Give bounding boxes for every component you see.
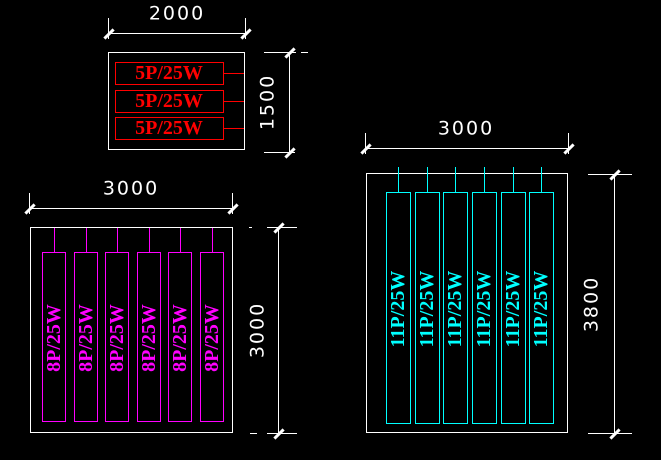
- width-dim-extension-line: [245, 18, 246, 39]
- unit-connector-line: [212, 228, 213, 252]
- unit-connector-line: [117, 228, 118, 252]
- height-dim-extension-line: [588, 174, 632, 175]
- unit-connector-line: [223, 101, 244, 102]
- unit-label: 11P/25W: [444, 270, 466, 348]
- panel-unit: [472, 192, 497, 424]
- unit-connector-line: [54, 228, 55, 252]
- height-dim-extension-line: [588, 433, 632, 434]
- panel-unit: [529, 192, 554, 424]
- panel-unit: [137, 252, 161, 422]
- panel-enclosure: [108, 52, 245, 150]
- unit-connector-line: [427, 167, 428, 192]
- panel-unit: [74, 252, 98, 422]
- unit-connector-line: [455, 167, 456, 192]
- width-dim-label: 3000: [102, 177, 160, 200]
- unit-connector-line: [398, 167, 399, 192]
- width-dim-extension-line: [568, 133, 569, 154]
- panel-unit: [386, 192, 411, 424]
- unit-connector-line: [180, 228, 181, 252]
- unit-label: 5P/25W: [135, 117, 203, 139]
- panel-unit: [501, 192, 526, 424]
- unit-connector-line: [149, 228, 150, 252]
- height-dim-extension-dash: [301, 52, 308, 53]
- unit-connector-line: [223, 73, 244, 74]
- width-dim-extension-line: [365, 133, 366, 154]
- height-dim-label: 3800: [580, 275, 603, 333]
- unit-label: 11P/25W: [473, 270, 495, 348]
- unit-label: 11P/25W: [530, 270, 552, 348]
- panel-unit: [200, 252, 224, 422]
- panel-unit: [105, 252, 129, 422]
- height-dim-extension-line: [264, 152, 295, 153]
- width-dim-label: 3000: [437, 117, 495, 140]
- width-dim-line: [108, 33, 246, 34]
- width-dim-extension-line: [232, 193, 233, 214]
- unit-label: 11P/25W: [387, 270, 409, 348]
- width-dim-extension-line: [108, 18, 109, 39]
- unit-label: 11P/25W: [502, 270, 524, 348]
- width-dim-line: [365, 148, 569, 149]
- panel-unit: [42, 252, 66, 422]
- height-dim-line: [614, 174, 615, 434]
- panel-unit: [415, 192, 440, 424]
- height-dim-line: [289, 52, 290, 153]
- width-dim-label: 2000: [148, 2, 206, 25]
- unit-connector-line: [541, 167, 542, 192]
- height-dim-extension-dash: [249, 227, 252, 228]
- width-dim-line: [29, 208, 233, 209]
- width-dim-extension-line: [29, 193, 30, 214]
- height-dim-extension-line: [267, 227, 297, 228]
- unit-connector-line: [223, 128, 244, 129]
- panel-unit: [443, 192, 468, 424]
- height-dim-line: [278, 227, 279, 434]
- height-dim-extension-dash: [250, 433, 257, 434]
- unit-label: 5P/25W: [135, 90, 203, 112]
- panel-enclosure: [366, 173, 568, 433]
- unit-label: 5P/25W: [135, 62, 203, 84]
- height-dim-extension-line: [267, 433, 297, 434]
- panel-unit: [168, 252, 192, 422]
- unit-label: 11P/25W: [416, 270, 438, 348]
- panel-enclosure: [30, 227, 233, 433]
- unit-connector-line: [86, 228, 87, 252]
- unit-connector-line: [484, 167, 485, 192]
- height-dim-extension-line: [264, 52, 296, 53]
- unit-connector-line: [513, 167, 514, 192]
